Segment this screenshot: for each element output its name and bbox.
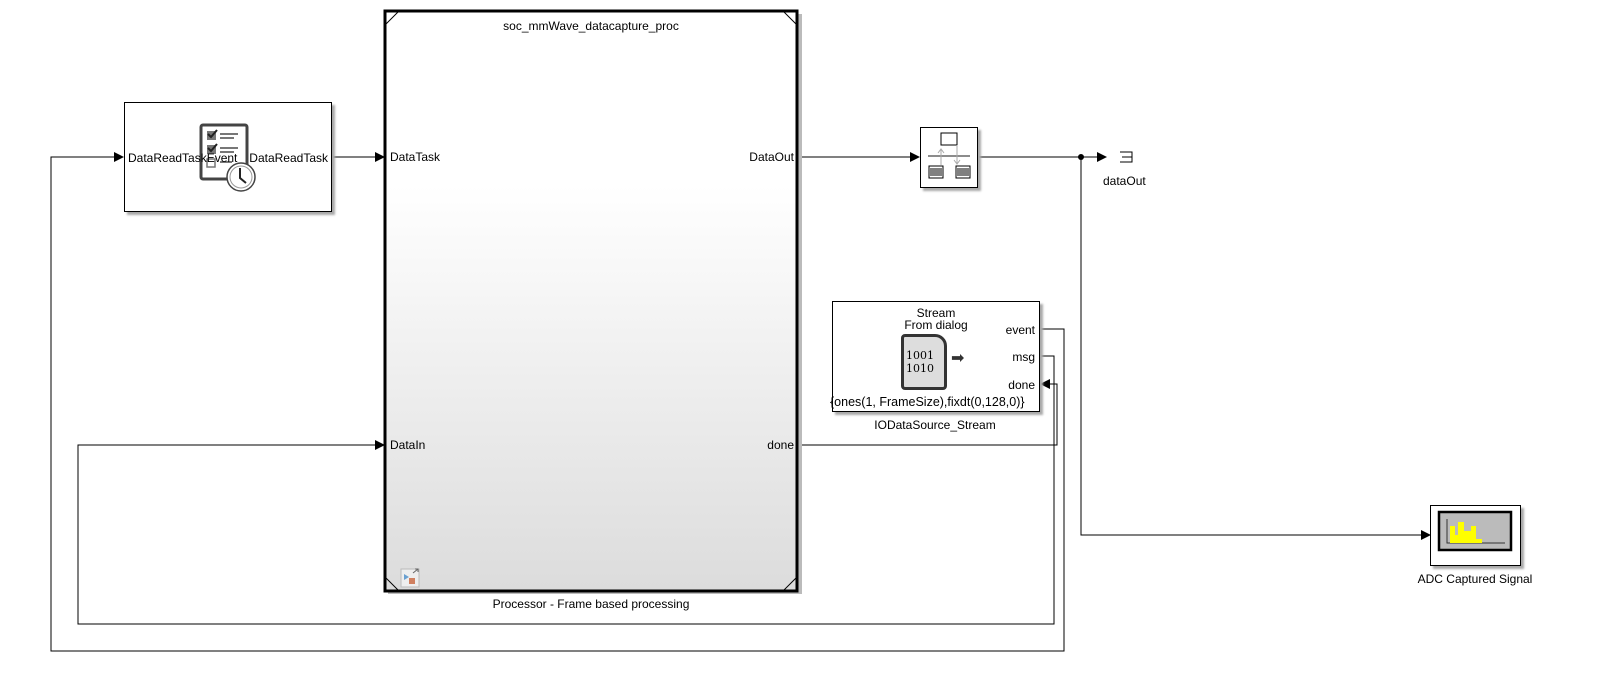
bits-line2: 1010 [906,362,934,375]
processor-title: soc_mmWave_datacapture_proc [503,19,679,33]
stream-block-name: IODataSource_Stream [874,418,996,432]
stream-parameter: {ones(1, FrameSize),fixdt(0,128,0)} [830,395,1025,409]
scope-block-name: ADC Captured Signal [1417,572,1533,586]
branch-point [1078,154,1084,160]
processor-name: Processor - Frame based processing [492,597,690,611]
port-label-dataread-task-event: DataReadTaskEvent [128,151,238,165]
memory-buffer-block[interactable] [920,127,978,188]
sd-card-icon: 1001 1010 [901,334,947,390]
port-label-done-in: done [1008,378,1035,392]
wire-branch-to-scope[interactable] [1080,157,1431,540]
corner-marks [385,11,797,591]
port-label-event: event [1005,323,1035,337]
wire-event-to-task[interactable] [50,152,1065,652]
task-manager-block[interactable]: DataReadTaskEvent DataReadTask [124,102,332,212]
port-label-dataread-task: DataReadTask [249,151,328,165]
stream-line2: From dialog [904,318,968,332]
arrow-right-icon: ➡ [951,350,965,367]
model-reference-icon [400,568,420,588]
wire-done-to-stream[interactable] [798,379,1058,446]
outport-name: dataOut [1103,174,1146,188]
spectrum-scope-block[interactable] [1430,505,1521,566]
terminator-icon[interactable] [1120,151,1133,163]
port-label-done: done [767,438,794,452]
memory-buffer-icon [928,132,971,179]
wire-msg-to-datain[interactable] [77,355,1055,625]
port-label-datain: DataIn [390,438,426,452]
io-data-source-stream-block[interactable]: Stream From dialog 1001 1010 ➡ event msg… [830,301,1040,412]
port-label-msg: msg [1012,350,1035,364]
task-manager-icon [199,123,256,192]
bits-line1: 1001 [906,349,934,362]
port-label-datatask: DataTask [390,150,441,164]
processor-block[interactable] [383,9,799,593]
stream-line1: Stream [916,306,956,320]
port-label-dataout: DataOut [749,150,794,164]
spectrum-scope-icon [1437,510,1513,552]
